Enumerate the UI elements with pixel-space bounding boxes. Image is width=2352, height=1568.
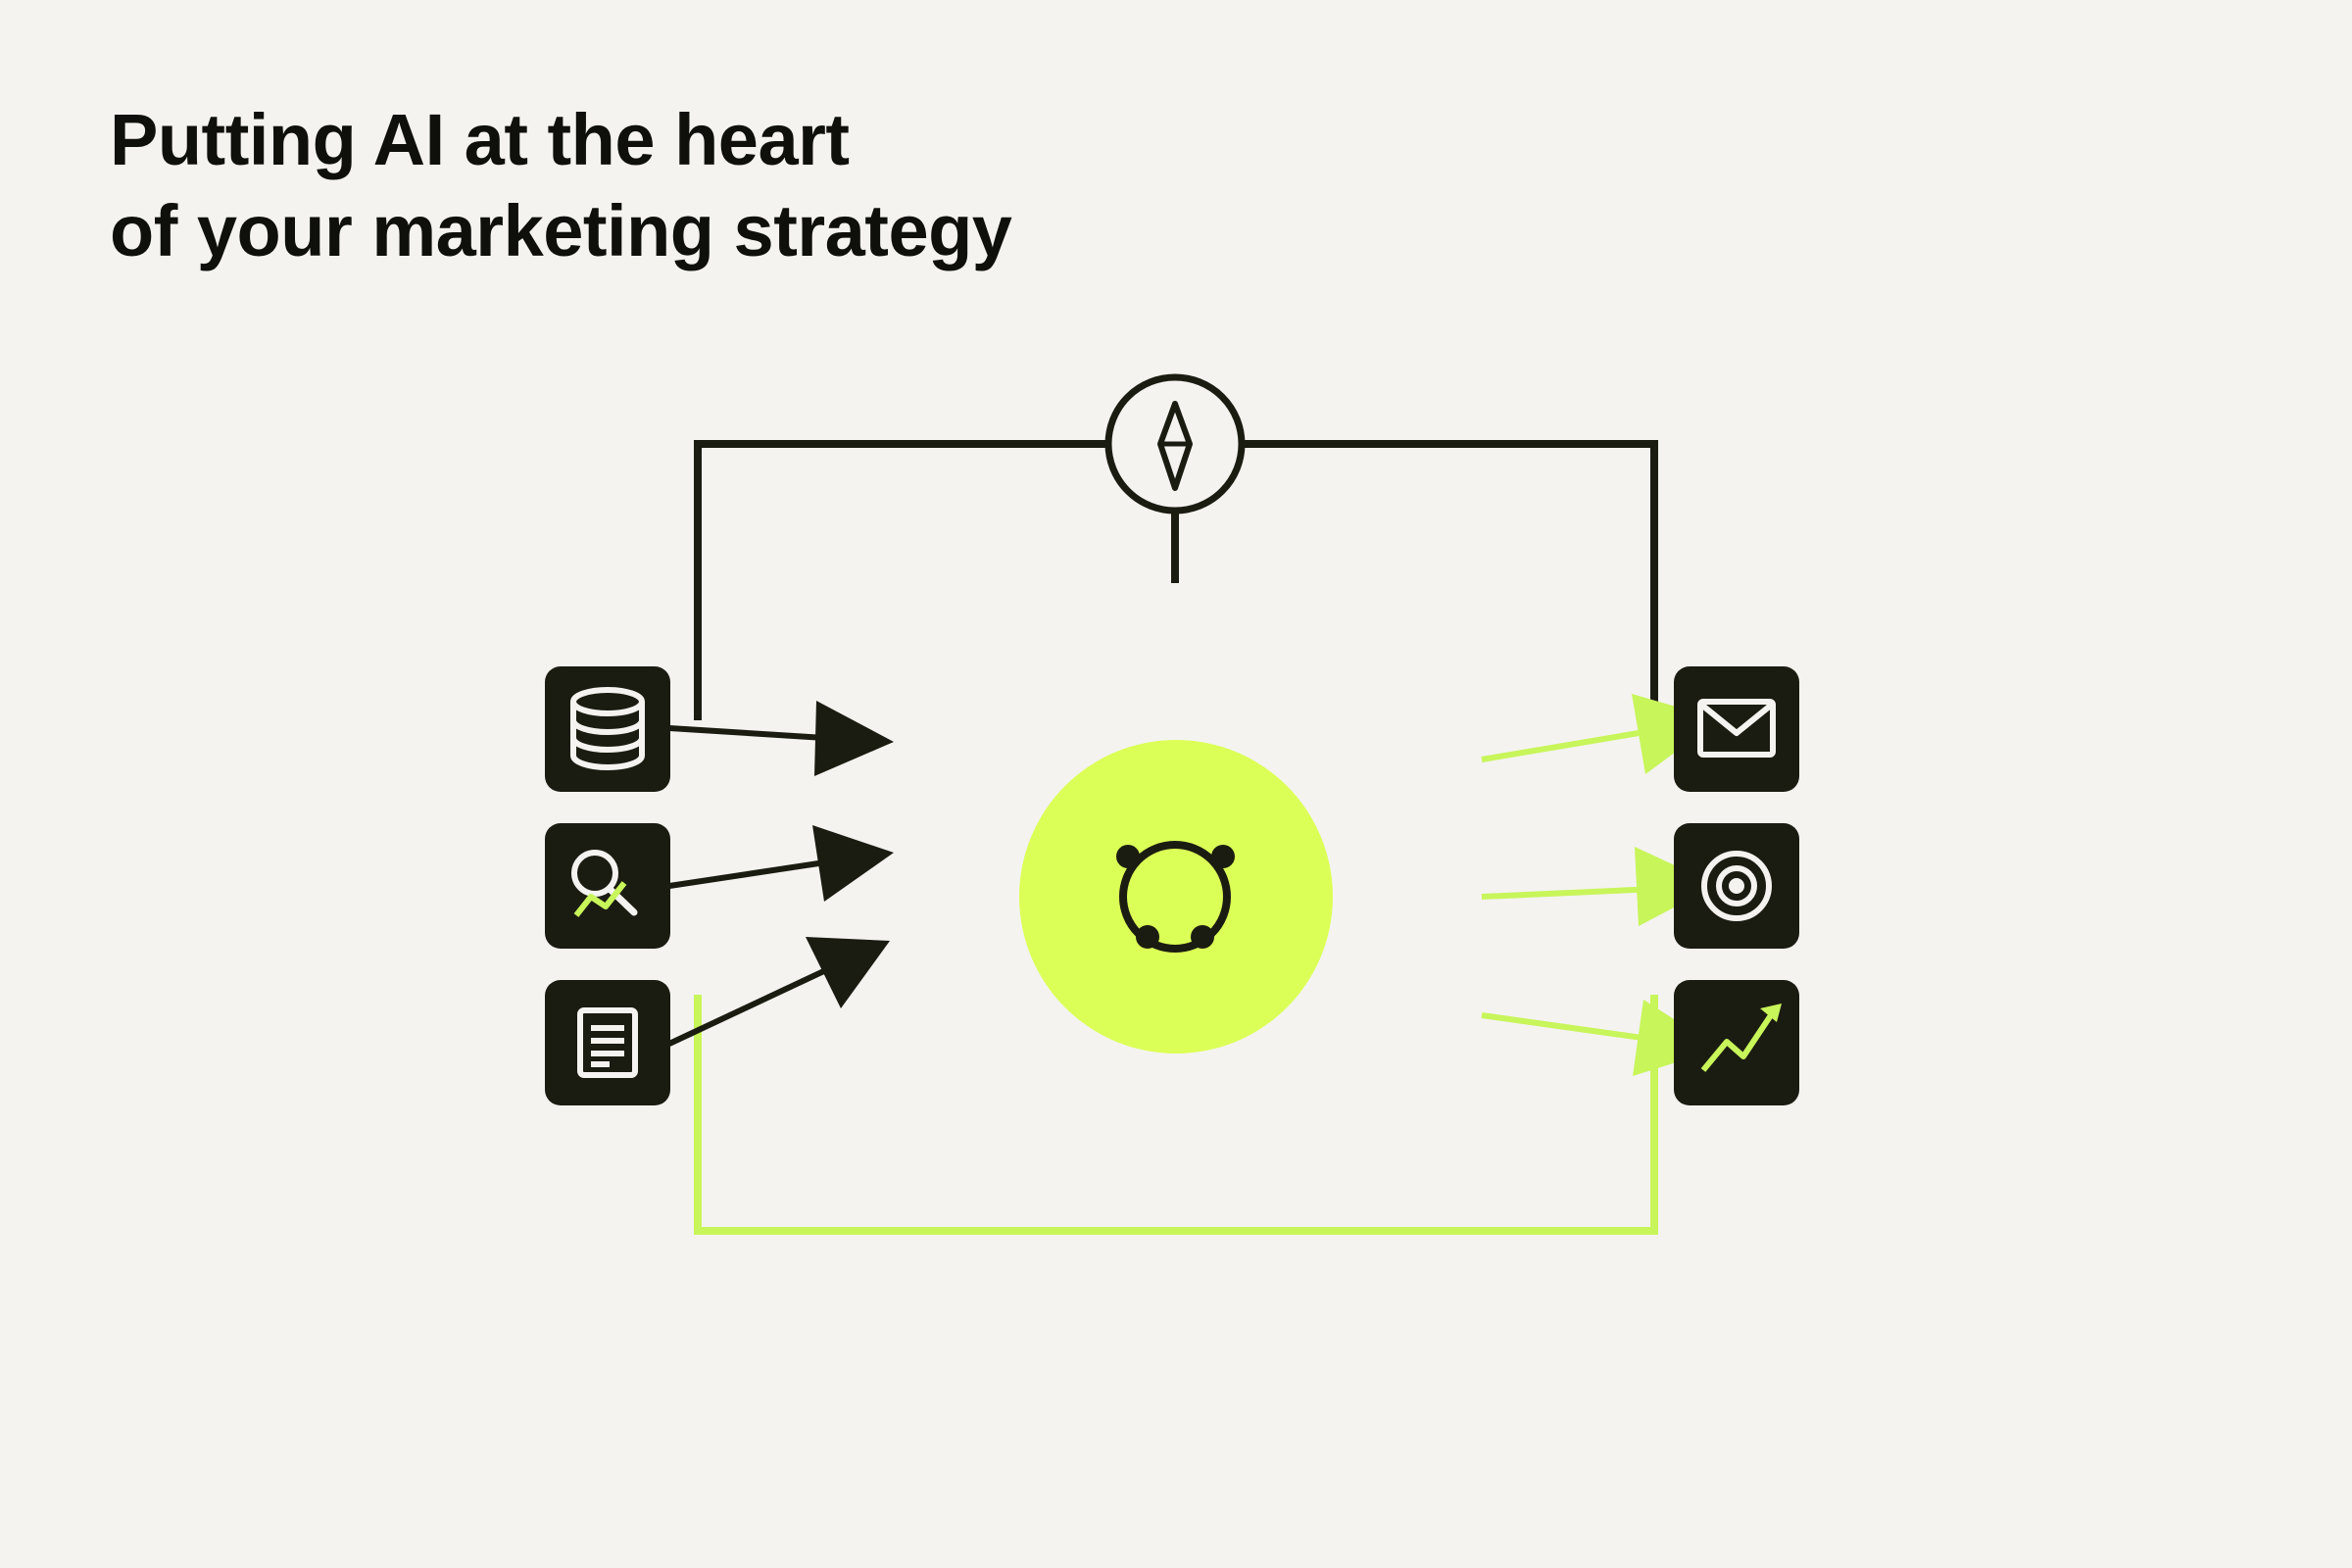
input-arrow-1 xyxy=(668,701,894,776)
page-title-line-2: of your marketing strategy xyxy=(110,190,1012,271)
bottom-feedback-loop xyxy=(694,995,1658,1235)
input-tile-database xyxy=(545,666,670,792)
output-tile-growth xyxy=(1674,980,1799,1105)
output-tile-email xyxy=(1674,666,1799,792)
email-icon xyxy=(1697,699,1776,758)
output-channels xyxy=(1674,666,1799,1105)
input-tile-document xyxy=(545,980,670,1105)
page-title-line-1: Putting AI at the heart xyxy=(110,99,850,180)
document-icon xyxy=(577,1007,638,1078)
ai-hub xyxy=(1019,740,1333,1054)
input-arrow-3 xyxy=(667,937,890,1047)
ai-hub-circle xyxy=(1019,740,1333,1054)
input-arrows xyxy=(667,701,894,1047)
search-analytics-icon xyxy=(571,850,638,917)
input-tile-search-analytics xyxy=(545,823,670,949)
compass-icon xyxy=(1104,373,1246,514)
database-icon xyxy=(570,687,645,770)
growth-chart-icon xyxy=(1700,1004,1782,1072)
output-tile-target xyxy=(1674,823,1799,949)
page-title: Putting AI at the heart of your marketin… xyxy=(110,94,1012,276)
ai-network-icon xyxy=(1116,841,1235,953)
target-icon xyxy=(1701,851,1772,921)
input-sources xyxy=(545,666,670,1105)
input-arrow-2 xyxy=(668,825,894,902)
